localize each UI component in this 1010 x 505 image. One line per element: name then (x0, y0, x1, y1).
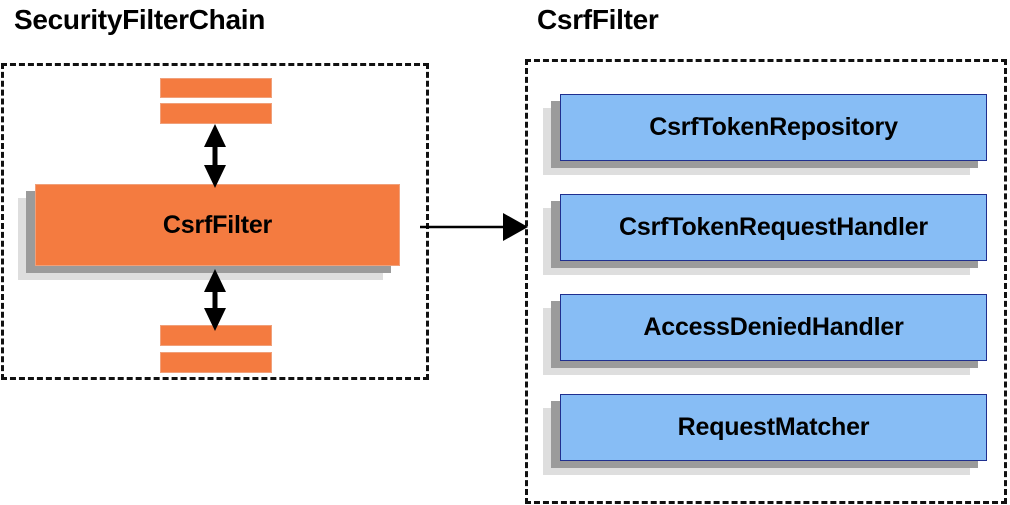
panel-title-security-filter-chain: SecurityFilterChain (14, 4, 266, 35)
node-label-request-matcher: RequestMatcher (677, 413, 870, 441)
panel-title-csrf-filter: CsrfFilter (537, 4, 659, 35)
node-csrf-token-repository[interactable]: CsrfTokenRepository (543, 94, 987, 175)
connector-chain-to-detail (420, 213, 528, 241)
node-csrf-filter[interactable]: CsrfFilter (18, 184, 400, 280)
node-face: CsrfTokenRepository (560, 94, 987, 161)
node-face: AccessDeniedHandler (560, 294, 987, 361)
node-face: CsrfTokenRequestHandler (560, 194, 987, 261)
filter-bar-below-1 (160, 325, 272, 346)
csrf-filter-detail-container (525, 59, 1007, 504)
node-request-matcher[interactable]: RequestMatcher (543, 394, 987, 475)
filter-bar-above-2 (160, 78, 272, 98)
node-csrf-token-request-handler[interactable]: CsrfTokenRequestHandler (543, 194, 987, 275)
security-filter-chain-container (1, 63, 429, 380)
node-label-csrf-token-request-handler: CsrfTokenRequestHandler (619, 213, 928, 241)
node-label-csrf-filter: CsrfFilter (162, 210, 273, 239)
filter-bar-above-1 (160, 103, 272, 124)
node-label-access-denied-handler: AccessDeniedHandler (643, 313, 904, 341)
node-access-denied-handler[interactable]: AccessDeniedHandler (543, 294, 987, 375)
node-face: CsrfFilter (35, 184, 400, 266)
node-face: RequestMatcher (560, 394, 987, 461)
filter-bar-below-2 (160, 352, 272, 373)
node-label-csrf-token-repository: CsrfTokenRepository (649, 113, 898, 141)
